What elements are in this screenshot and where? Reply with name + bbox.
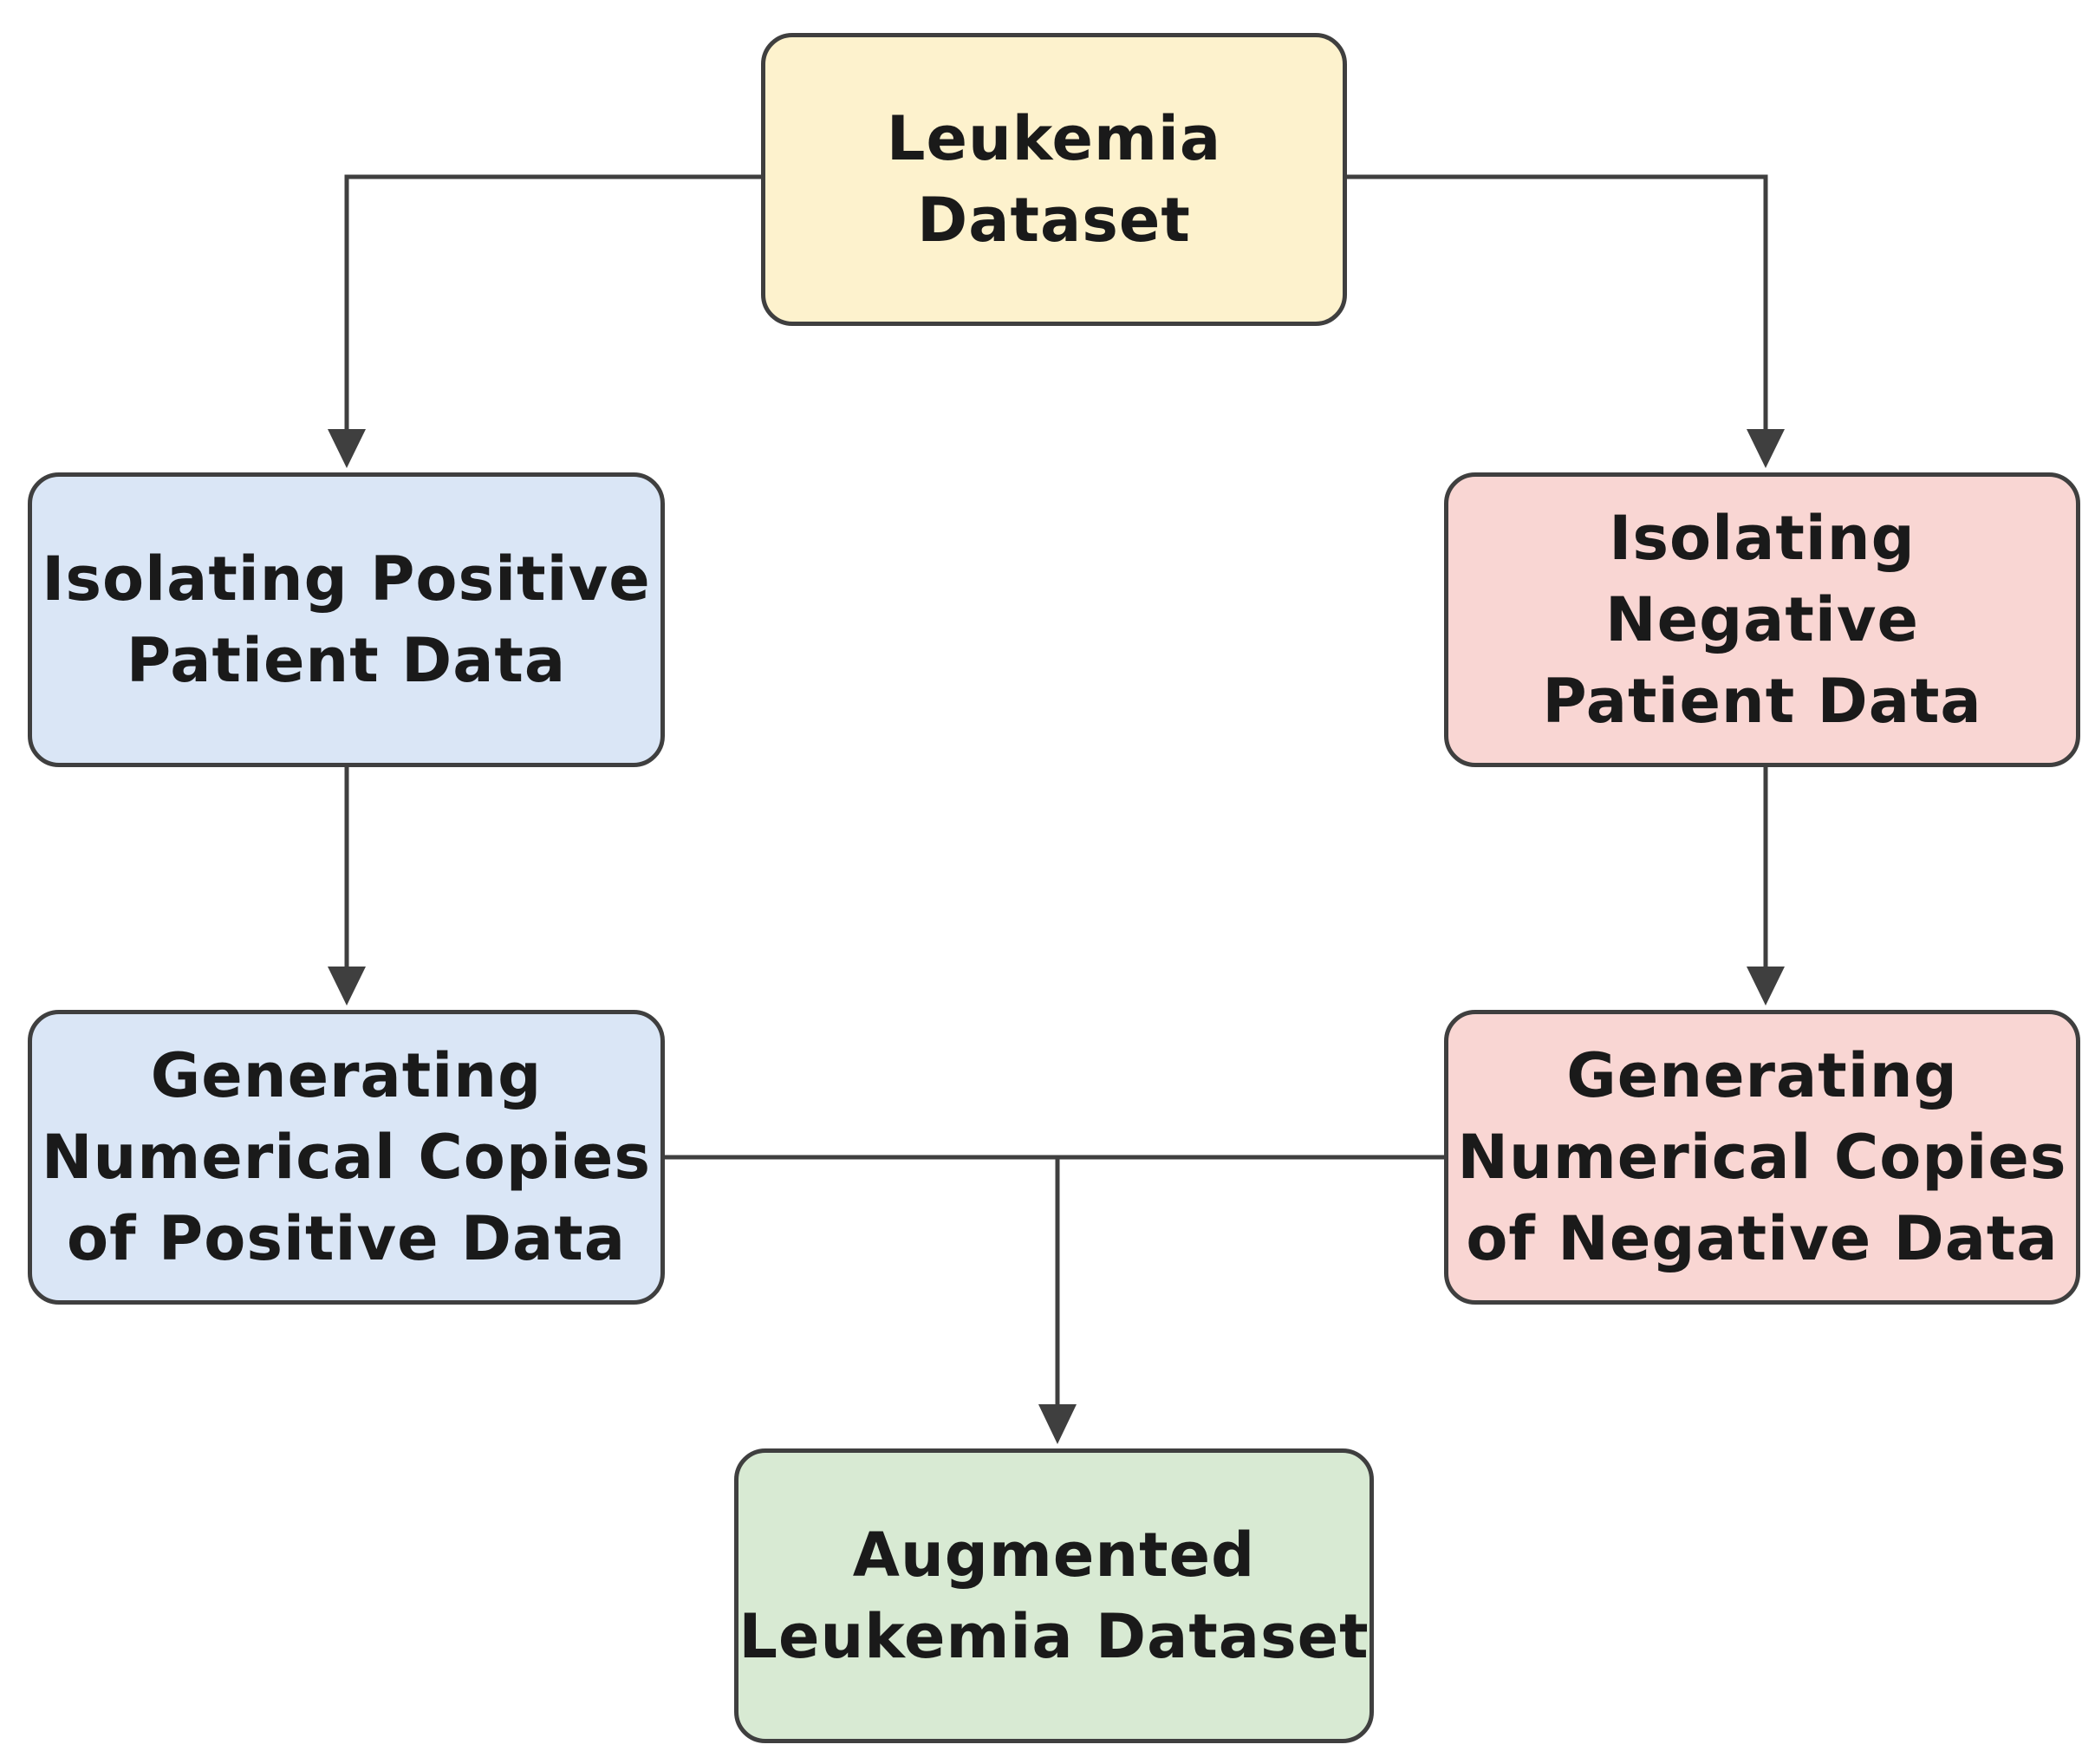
node-label: Generating Numerical Copies of Positive … <box>41 1040 652 1274</box>
node-label: Isolating Negative Patient Data <box>1542 503 1982 737</box>
arrowhead-generating-positive <box>328 967 366 1006</box>
edge-dataset-to-isolating-negative <box>1347 174 1768 429</box>
arrowhead-augmented <box>1038 1404 1077 1444</box>
arrowhead-isolating-positive <box>328 429 366 468</box>
node-augmented-dataset: Augmented Leukemia Dataset <box>734 1448 1374 1743</box>
node-label: Isolating Positive Patient Data <box>42 544 651 696</box>
edge-dataset-to-isolating-positive <box>344 174 761 429</box>
node-generating-positive: Generating Numerical Copies of Positive … <box>28 1010 665 1305</box>
arrowhead-generating-negative <box>1747 967 1785 1006</box>
node-leukemia-dataset: Leukemia Dataset <box>761 33 1347 326</box>
node-label: Generating Numerical Copies of Negative … <box>1457 1040 2067 1274</box>
node-isolating-negative: Isolating Negative Patient Data <box>1444 472 2080 767</box>
arrowhead-isolating-negative <box>1747 429 1785 468</box>
node-generating-negative: Generating Numerical Copies of Negative … <box>1444 1010 2080 1305</box>
node-label: Leukemia Dataset <box>886 103 1222 256</box>
node-isolating-positive: Isolating Positive Patient Data <box>28 472 665 767</box>
node-label: Augmented Leukemia Dataset <box>738 1520 1370 1672</box>
